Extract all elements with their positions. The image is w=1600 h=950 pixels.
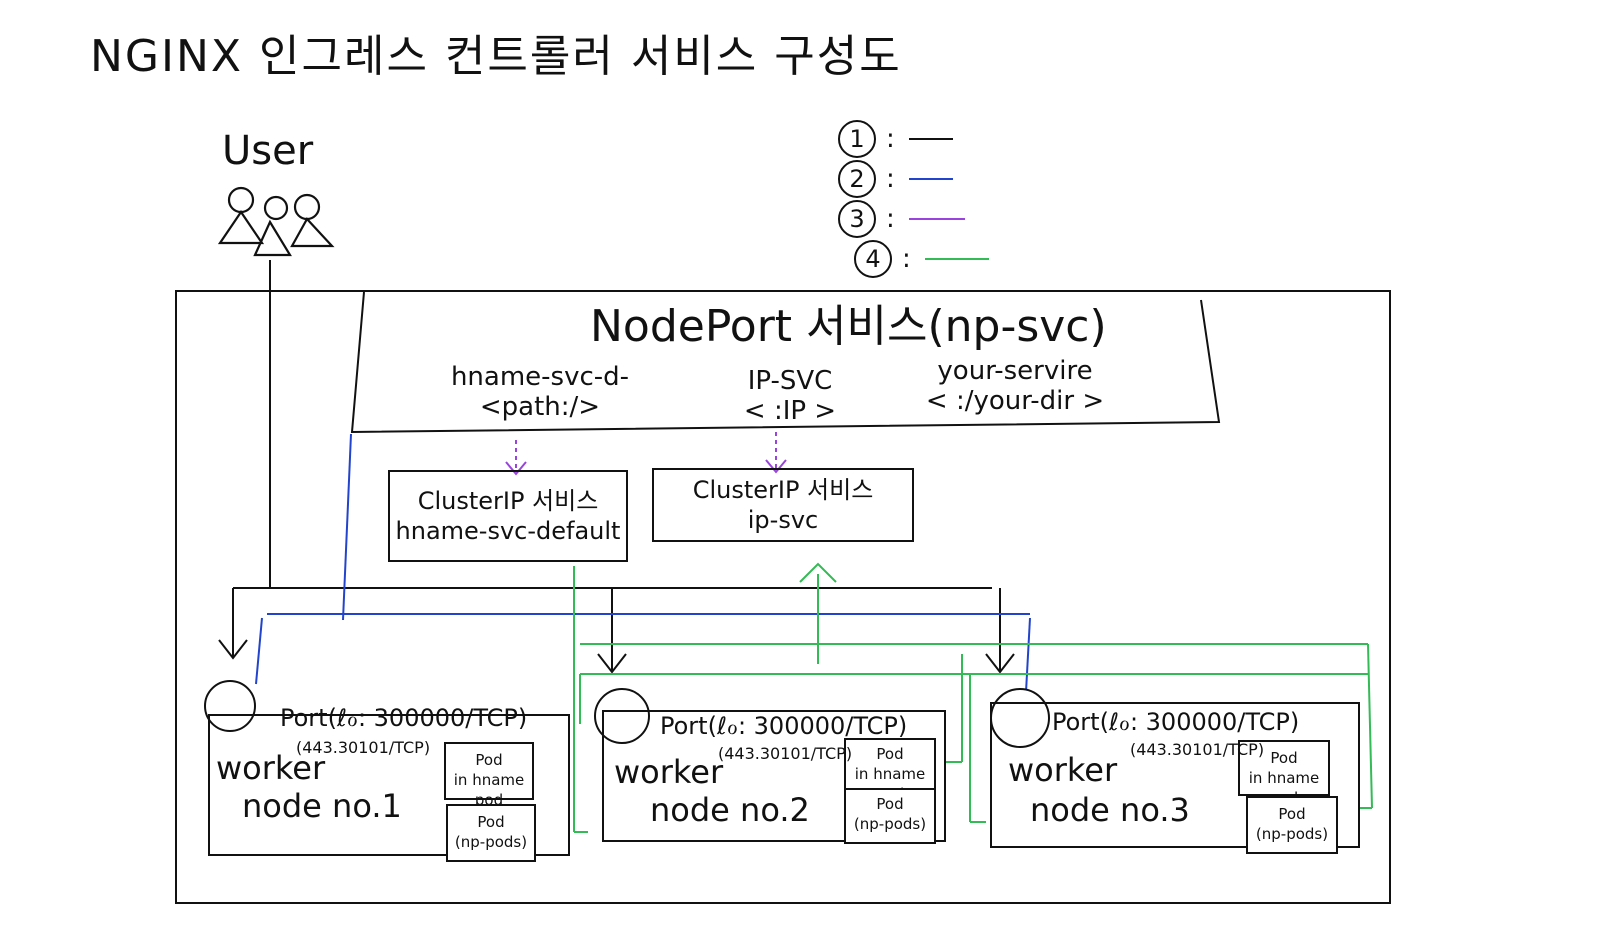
worker-2-node: node no.2: [650, 791, 810, 829]
clusterip-ip-line2: ip-svc: [747, 506, 819, 534]
worker-2-port: Port(ℓℴ: 300000/TCP): [660, 712, 908, 740]
nodeport-service-shape: [350, 291, 1221, 434]
path-2-blue: [255, 433, 1031, 693]
route-ip-line1: IP-SVC: [747, 366, 833, 396]
route-hname: hname-svc-d- <path:/>: [440, 362, 640, 422]
route-hname-line2: <path:/>: [479, 392, 601, 422]
legend-num-4: 4: [854, 240, 892, 278]
worker-2-name: worker: [614, 753, 724, 791]
path-1-black: [218, 260, 1015, 674]
worker-2-pod-hname: Pod in hname pod: [844, 738, 936, 803]
worker-1-node: node no.1: [242, 787, 402, 825]
worker-3-node: node no.3: [1030, 791, 1190, 829]
cluster-boundary: [175, 290, 1391, 904]
worker-3-pod-np: Pod (np-pods): [1246, 796, 1338, 854]
worker-1-pod-hname-l1: Pod: [475, 751, 503, 769]
worker-1-pod-np: Pod (np-pods): [446, 804, 536, 862]
worker-3-name: worker: [1008, 751, 1118, 789]
user-icon: [217, 186, 335, 257]
legend-num-3: 3: [838, 200, 876, 238]
route-hname-line1: hname-svc-d-: [450, 362, 630, 392]
worker-node-3: worker node no.3 Pod in hname pod Pod (n…: [990, 702, 1360, 854]
path-3-purple: [515, 432, 777, 472]
legend: 1 : 2 : 3 : 4 :: [838, 120, 989, 278]
worker-1-port: Port(ℓℴ: 300000/TCP): [280, 704, 528, 732]
legend-line-blue: [908, 178, 953, 180]
worker-1-pod-hname: Pod in hname pod: [444, 742, 534, 809]
worker-3-pod-hname-l1: Pod: [1270, 749, 1298, 767]
legend-item-4: 4 :: [854, 240, 989, 278]
route-your-line1: your-servire: [937, 356, 1093, 386]
clusterip-hname-line1: ClusterIP 서비스: [417, 487, 599, 515]
route-your-line2: < :/your-dir >: [925, 386, 1105, 416]
worker-node-1: worker node no.1 Pod in hname pod Pod (n…: [208, 714, 570, 862]
port-circle-1: [204, 680, 256, 732]
worker-2-pod-np-l1: Pod: [876, 795, 904, 813]
user-label: User: [222, 128, 314, 174]
clusterip-hname-box: ClusterIP 서비스 hname-svc-default: [388, 470, 628, 562]
diagram-title: NGINX 인그레스 컨트롤러 서비스 구성도: [90, 31, 902, 82]
legend-item-1: 1 :: [838, 120, 989, 158]
worker-2-pod-hname-l1: Pod: [876, 745, 904, 763]
worker-1-name: worker: [216, 749, 326, 787]
route-ip-line2: < :IP >: [743, 396, 837, 426]
port-circle-2: [594, 688, 650, 744]
clusterip-hname-line2: hname-svc-default: [395, 517, 621, 545]
worker-3-pod-hname: Pod in hname pod: [1238, 740, 1330, 807]
legend-line-purple: [908, 218, 965, 220]
legend-colon-2: :: [886, 164, 895, 194]
clusterip-ip-box: ClusterIP 서비스 ip-svc: [652, 468, 914, 542]
worker-3-pod-np-l1: Pod: [1278, 805, 1306, 823]
legend-num-2: 2: [838, 160, 876, 198]
worker-node-2: worker node no.2 Pod in hname pod Pod (n…: [602, 710, 946, 844]
legend-item-2: 2 :: [838, 160, 989, 198]
worker-2-pod-np-l2: (np-pods): [853, 815, 927, 833]
worker-1-port-sub: (443.30101/TCP): [296, 738, 431, 757]
worker-3-pod-np-l2: (np-pods): [1255, 825, 1329, 843]
nodeport-service-title: NodePort 서비스(np-svc): [590, 301, 1107, 352]
worker-3-port: Port(ℓℴ: 300000/TCP): [1052, 708, 1300, 736]
worker-1-pod-np-l1: Pod: [477, 813, 505, 831]
worker-2-pod-np: Pod (np-pods): [844, 788, 936, 844]
legend-num-1: 1: [838, 120, 876, 158]
clusterip-ip-line1: ClusterIP 서비스: [692, 476, 874, 504]
route-your: your-servire < :/your-dir >: [890, 356, 1140, 416]
legend-colon-4: :: [902, 244, 911, 274]
legend-line-green: [924, 258, 989, 260]
worker-2-port-sub: (443.30101/TCP): [718, 744, 853, 763]
legend-colon-3: :: [886, 204, 895, 234]
path-4-green: [573, 562, 1373, 833]
worker-1-pod-np-l2: (np-pods): [454, 833, 528, 851]
legend-colon-1: :: [886, 124, 895, 154]
route-ip: IP-SVC < :IP >: [710, 366, 870, 426]
worker-3-port-sub: (443.30101/TCP): [1130, 740, 1265, 759]
legend-line-black: [908, 138, 953, 140]
legend-item-3: 3 :: [838, 200, 989, 238]
